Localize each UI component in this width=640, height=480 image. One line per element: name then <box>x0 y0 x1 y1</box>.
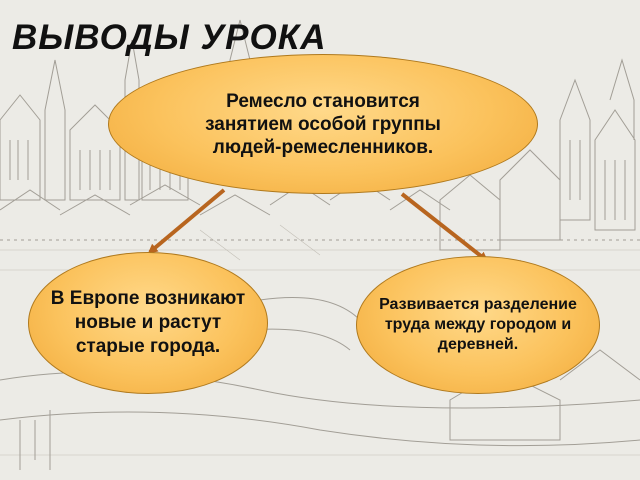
slide-title: ВЫВОДЫ УРОКА <box>12 18 327 57</box>
bubble-left-text: В Европе возникают новые и растут старые… <box>50 288 246 357</box>
bubble-craft-profession: Ремесло становится занятием особой групп… <box>108 54 538 194</box>
bubble-right-text: Развивается разделение труда между город… <box>379 296 577 353</box>
bubble-labor-division: Развивается разделение труда между город… <box>356 256 600 394</box>
arrow-to-right-bubble <box>400 192 489 262</box>
bubble-top-text: Ремесло становится занятием особой групп… <box>205 90 441 158</box>
arrow-to-left-bubble <box>147 188 226 254</box>
bubble-towns-grow: В Европе возникают новые и растут старые… <box>28 252 268 394</box>
